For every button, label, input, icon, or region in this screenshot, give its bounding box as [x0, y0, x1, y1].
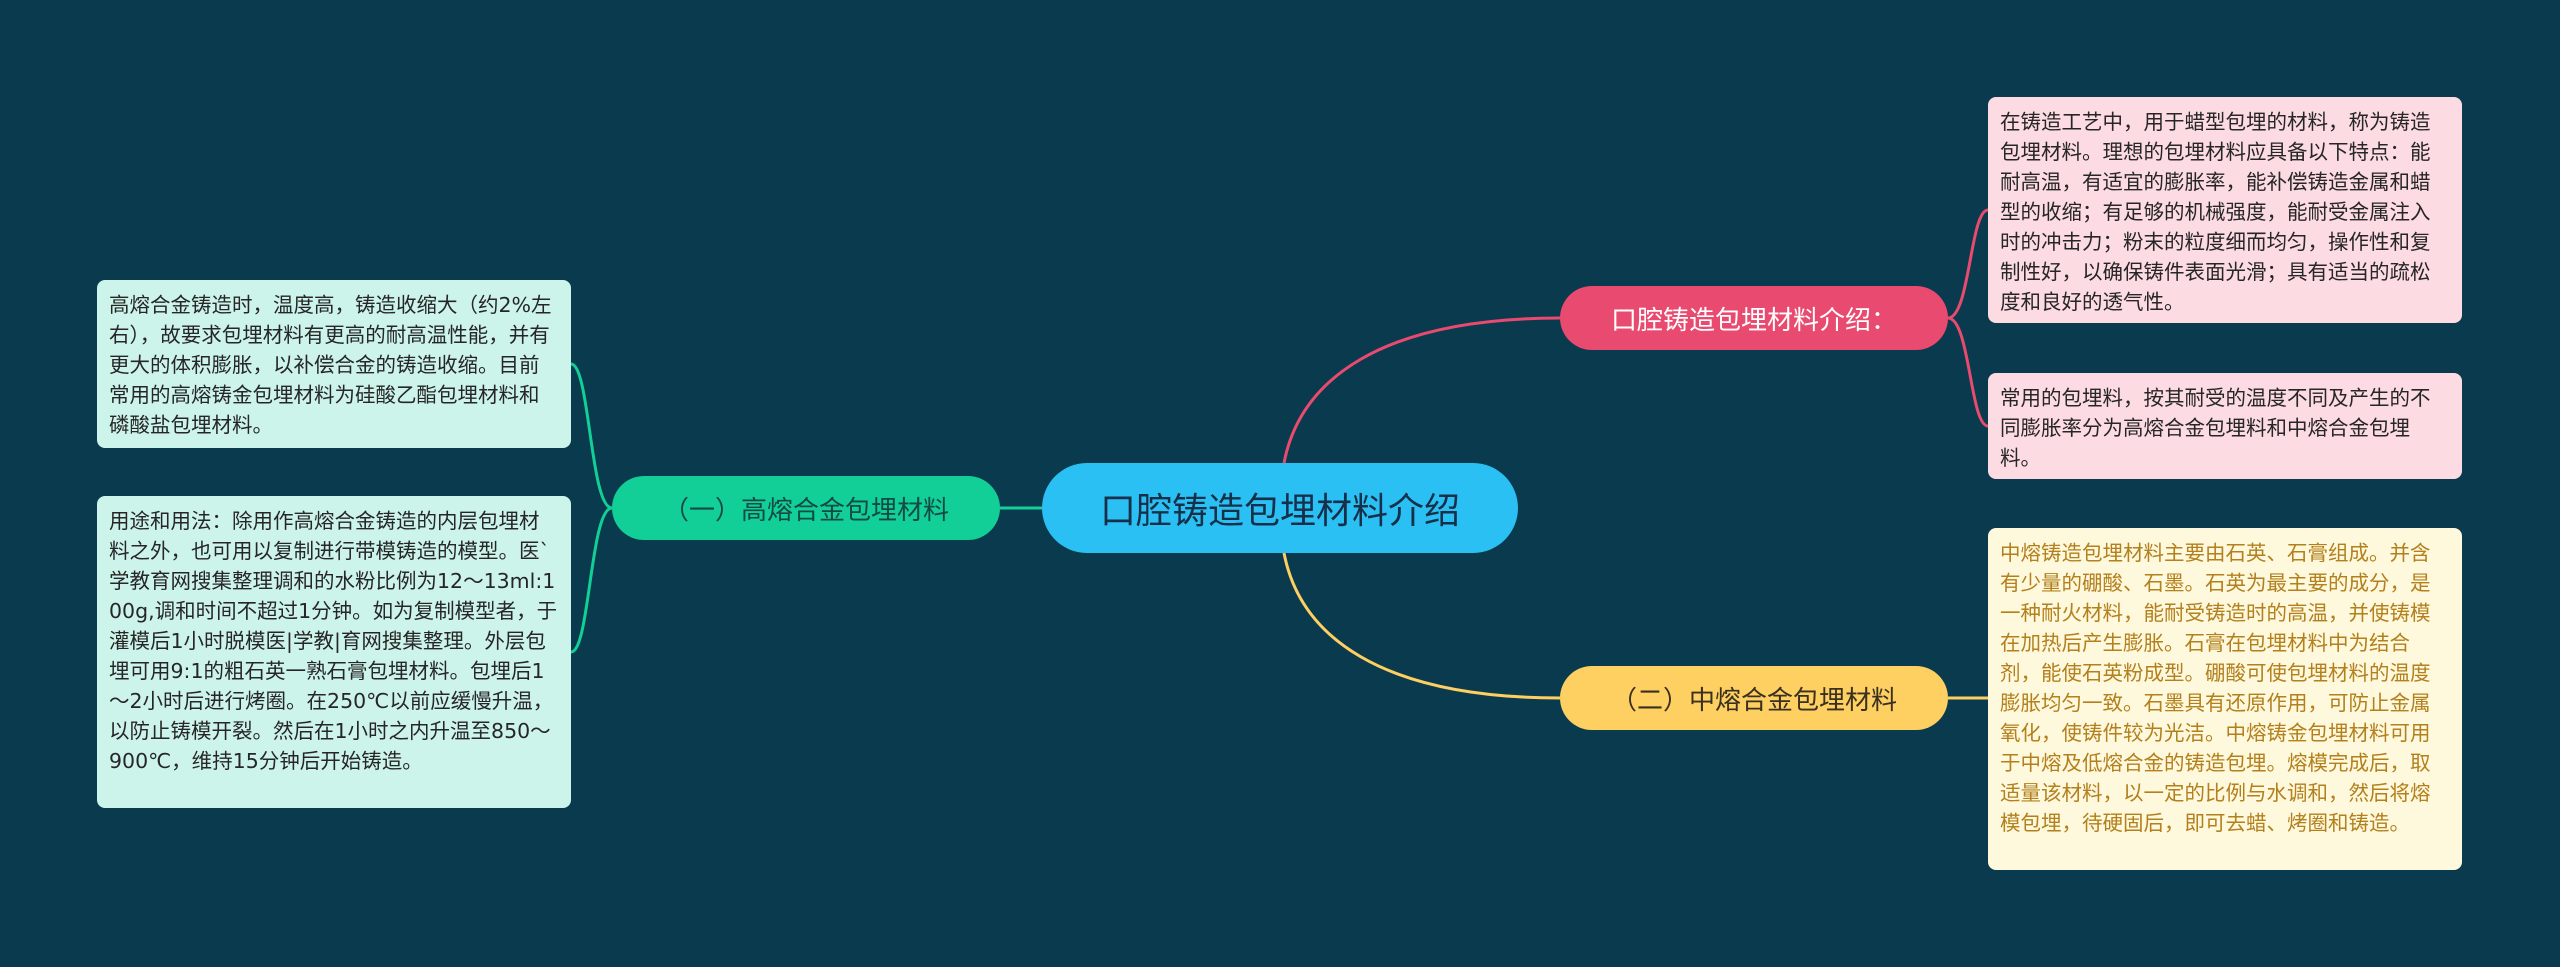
edge-root-to-intro	[1282, 316, 1561, 464]
leaf-high-requirements[interactable]: 高熔合金铸造时，温度高，铸造收缩大（约2%左右），故要求包埋材料有更高的耐高温性…	[97, 280, 571, 448]
root-topic[interactable]: 口腔铸造包埋材料介绍	[1042, 463, 1518, 553]
edge-high-to-leaf1	[570, 362, 613, 510]
leaf-high-usage[interactable]: 用途和用法：除用作高熔合金铸造的内层包埋材料之外，也可用以复制进行带模铸造的模型…	[97, 496, 571, 808]
leaf-intro-definition[interactable]: 在铸造工艺中，用于蜡型包埋的材料，称为铸造包埋材料。理想的包埋材料应具备以下特点…	[1988, 97, 2462, 323]
branch-medium-melting[interactable]: （二）中熔合金包埋材料	[1560, 666, 1948, 730]
edge-intro-to-leaf1	[1947, 208, 1989, 320]
leaf-intro-classification[interactable]: 常用的包埋料，按其耐受的温度不同及产生的不同膨胀率分为高熔合金包埋料和中熔合金包…	[1988, 373, 2462, 479]
branch-intro[interactable]: 口腔铸造包埋材料介绍：	[1560, 286, 1948, 350]
edge-high-to-leaf2	[570, 506, 613, 654]
edge-intro-to-leaf2	[1947, 316, 1989, 428]
branch-high-melting[interactable]: （一）高熔合金包埋材料	[612, 476, 1000, 540]
leaf-medium-composition[interactable]: 中熔铸造包埋材料主要由石英、石膏组成。并含有少量的硼酸、石墨。石英为最主要的成分…	[1988, 528, 2462, 870]
edge-root-to-mid	[1282, 552, 1561, 700]
